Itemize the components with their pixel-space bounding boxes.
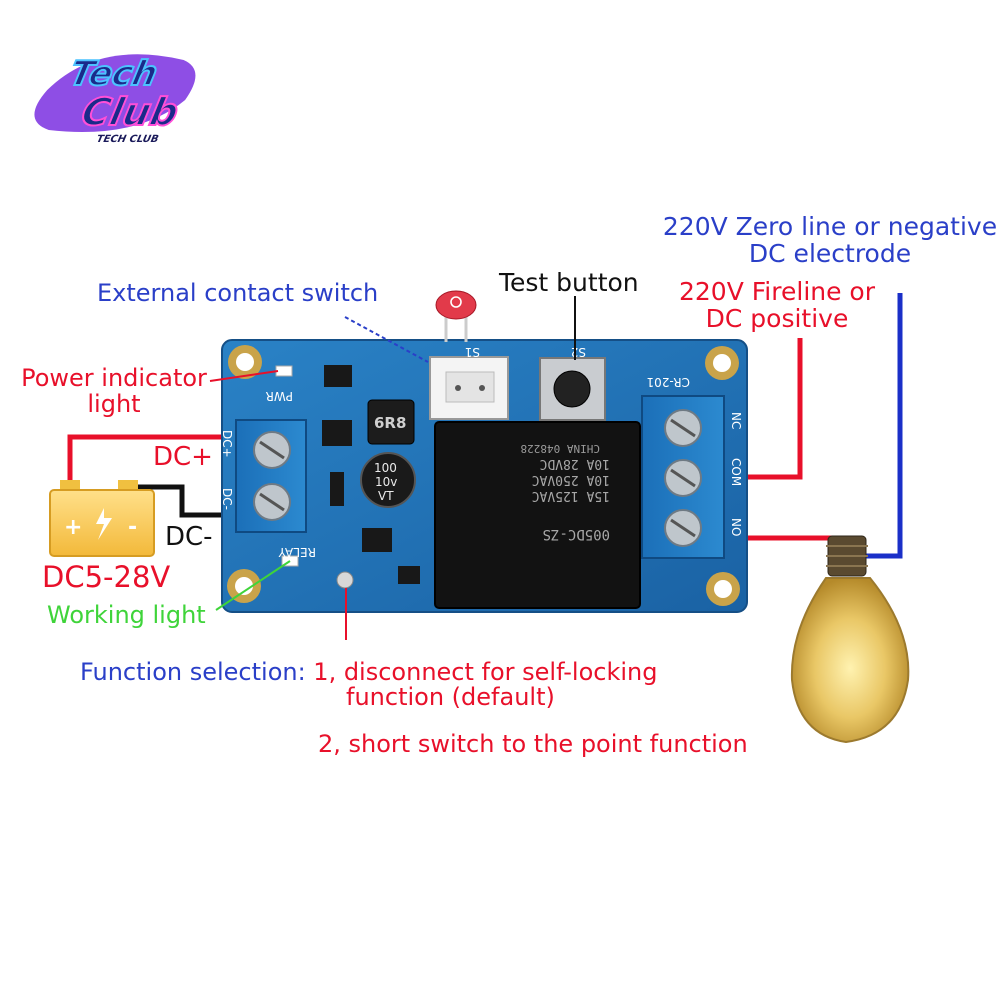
chip [362,528,392,552]
label-power-indicator: Power indicator light [14,366,214,416]
battery-plus: + [64,515,82,540]
inductor-label: 6R8 [374,414,406,432]
power-led [275,365,293,377]
diode [330,472,344,506]
label-function-option-2: 2, short switch to the point function [318,730,748,758]
label-external-switch: External contact switch [97,279,379,307]
inductor [367,399,415,445]
silk-relay: RELAY [278,545,316,559]
wire-fireline [745,338,803,480]
capacitor [360,452,416,508]
fireline-2: DC positive [705,304,849,333]
logo-line2: Club [78,90,183,135]
light-bulb [790,535,910,744]
silk-dc-minus: DC- [220,488,234,510]
label-dc-minus: DC- [165,522,213,552]
chip [324,365,352,387]
label-fireline: 220V Fireline or DC positive [672,279,882,331]
power-indicator-1: Power indicator [21,364,207,392]
battery-minus: - [128,515,137,540]
function-jumper-pads [336,571,354,589]
tech-club-logo: Tech Club TECH CLUB [34,53,196,145]
wire-dc-plus [67,434,235,488]
test-button-cap [553,370,591,408]
cap-line3: VT [378,489,394,503]
battery-bolt-icon [96,508,112,540]
relay-model: 005DC-ZS [543,526,610,542]
battery: + - [49,480,155,557]
silk-s2: S2 [571,345,586,359]
chip [398,566,420,584]
zero-line-1: 220V Zero line or negative [662,212,998,241]
silk-dc-plus: DC+ [220,430,234,458]
cap-line2: 10v [375,475,397,489]
function-option-1: 1, disconnect for self-locking [313,658,658,686]
external-contact-switch [435,290,477,342]
power-indicator-2: light [87,390,141,418]
cap-line1: 100 [374,461,397,475]
relay-rating-3: 15A 125VAC [532,488,610,503]
relay-rating-2: 10A 250VAC [532,472,610,487]
relay-board: CHINA 048228 10A 28VDC 10A 250VAC 15A 12… [220,339,748,613]
silk-s1: S1 [465,345,480,359]
label-function-default: function (default) [346,683,555,711]
silk-no: NO [729,518,743,536]
relay [434,421,641,609]
relay-small-text: CHINA 048228 [521,442,600,455]
logo-line1: Tech [66,54,161,94]
label-dc-plus: DC+ [153,442,213,472]
silk-nc: NC [729,412,743,429]
chip [322,420,352,446]
silk-com: COM [729,458,743,486]
wire-zero-line [862,293,903,559]
silk-pwr: PWR [266,389,293,403]
label-dc-range: DC5-28V [42,560,171,594]
label-zero-line: 220V Zero line or negative DC electrode [660,214,1000,266]
annotation-pointers [209,296,576,640]
relay-rating-1: 10A 28VDC [540,456,610,471]
zero-line-2: DC electrode [748,239,912,268]
function-title: Function selection: [80,658,314,686]
fireline-1: 220V Fireline or [678,277,876,306]
logo-sub: TECH CLUB [96,134,160,145]
label-function-selection: Function selection: 1, disconnect for se… [80,660,657,684]
label-test-button: Test button [499,268,639,297]
label-working-light: Working light [47,601,206,629]
silk-cr201: CR-201 [647,375,690,389]
